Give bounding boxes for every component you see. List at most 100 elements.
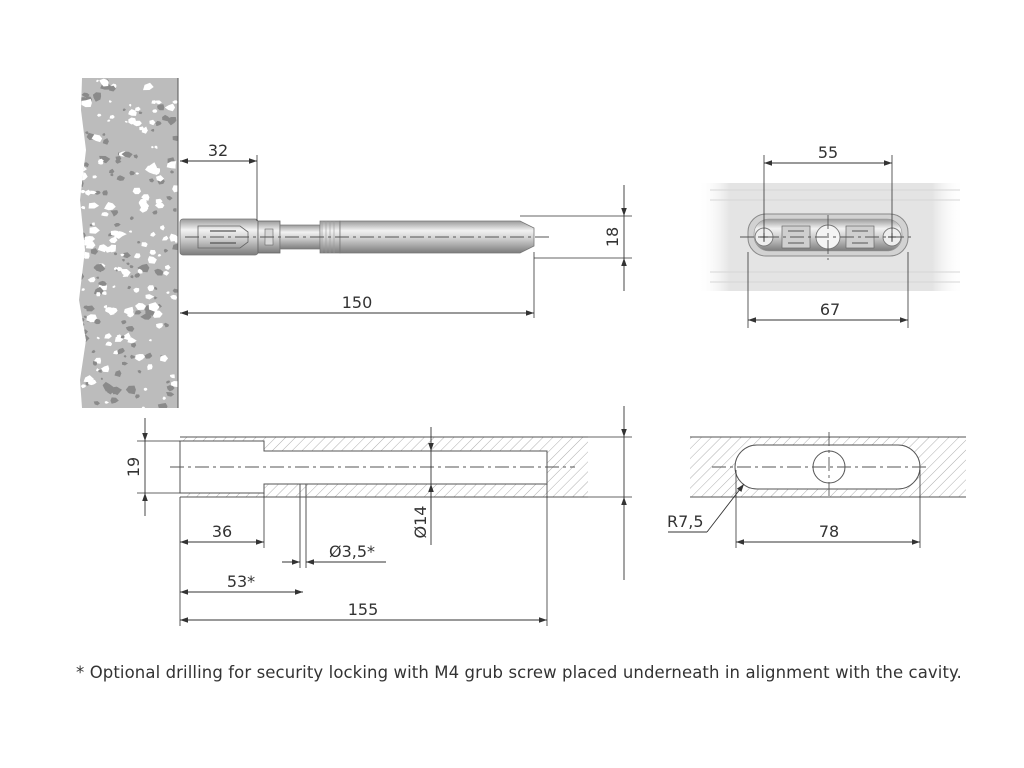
wall-stone xyxy=(129,170,136,176)
wall-stone xyxy=(154,296,158,300)
wall-stone xyxy=(145,165,159,175)
wall-stone xyxy=(166,196,173,201)
wall-stone xyxy=(155,120,162,126)
wall-stone xyxy=(98,369,102,373)
wall-stone xyxy=(108,100,112,103)
dim-14: Ø14 xyxy=(411,427,434,545)
dim-36: 36 xyxy=(179,493,265,626)
wall-stone xyxy=(96,336,100,340)
wall-stone xyxy=(127,286,131,290)
wall-stone xyxy=(90,190,97,195)
wall-stone xyxy=(164,264,171,270)
wall-stone xyxy=(101,212,109,217)
wall-stone xyxy=(104,245,114,253)
wall-stone xyxy=(149,119,156,126)
wall-stone xyxy=(133,120,142,127)
wall-stone xyxy=(141,194,150,201)
wall-stone xyxy=(81,98,92,108)
wall-stone xyxy=(125,326,135,332)
wall-stone xyxy=(167,117,177,126)
wall-stone xyxy=(83,315,88,319)
wall-section xyxy=(79,78,179,408)
wall-stone xyxy=(172,208,177,212)
wall-stone xyxy=(102,291,107,295)
dim-67: 67 xyxy=(747,252,909,328)
wall-stone xyxy=(105,309,109,312)
wall-stone xyxy=(85,241,96,249)
wall-stone xyxy=(94,318,101,325)
wall-stone xyxy=(80,206,86,210)
wall-stone xyxy=(138,198,147,206)
wall-stone xyxy=(86,314,97,323)
wall-stone xyxy=(128,109,137,116)
wall-stone xyxy=(80,190,86,194)
wall-stone xyxy=(129,265,134,269)
wall-stone xyxy=(117,347,125,355)
wall-stone xyxy=(81,251,90,259)
wall-stone xyxy=(109,236,118,244)
wall-stone xyxy=(170,294,178,300)
wall-stone xyxy=(105,341,113,347)
wall-stone xyxy=(115,159,122,164)
wall-stone xyxy=(129,103,132,107)
dim-32: 32 xyxy=(180,141,258,221)
wall-stone xyxy=(169,374,175,379)
wall-stone xyxy=(133,287,140,293)
wall-stone xyxy=(156,175,165,182)
wall-stone xyxy=(163,270,170,276)
slot-section xyxy=(690,432,966,500)
wall-stone xyxy=(104,202,116,211)
wall-stone xyxy=(152,210,158,215)
wall-stone xyxy=(157,104,165,111)
dim-55: 55 xyxy=(763,143,893,242)
wall-stone xyxy=(147,285,155,292)
wall-stone xyxy=(138,111,143,115)
wall-stone xyxy=(139,126,145,131)
slot-hatch xyxy=(690,437,966,497)
wall-stone xyxy=(166,291,170,294)
wall-stone xyxy=(81,92,90,98)
wall-stone xyxy=(143,387,148,391)
wall-stone xyxy=(115,156,122,161)
wall-stone xyxy=(85,131,89,135)
wall-stone xyxy=(165,380,171,384)
wall-stone xyxy=(92,361,98,366)
wall-stone xyxy=(116,175,125,181)
wall-stone xyxy=(123,355,127,358)
dim-155: 155 xyxy=(180,484,548,626)
wall-stone xyxy=(109,114,115,119)
dim-53-label: 53* xyxy=(227,572,255,591)
dim-19: 19 xyxy=(124,418,180,516)
dim-3-5-label: Ø3,5* xyxy=(329,542,375,561)
wall-stone xyxy=(89,224,93,227)
dim-36-label: 36 xyxy=(212,522,232,541)
wall-stone xyxy=(120,253,125,257)
wall-stone xyxy=(113,223,121,227)
wall-stone xyxy=(132,187,141,195)
wall-stone xyxy=(110,397,119,404)
wall-stone xyxy=(128,117,136,125)
slot-outline xyxy=(734,444,921,490)
wall-stone xyxy=(163,248,169,253)
wall-stone xyxy=(90,248,99,255)
wall-stone xyxy=(91,349,96,354)
dim-53: 53* xyxy=(180,572,303,595)
wall-stone xyxy=(169,233,178,242)
wall-stone xyxy=(141,406,146,408)
wall-stone xyxy=(134,106,141,111)
wall-stone xyxy=(172,135,178,141)
dim-32-label: 32 xyxy=(208,141,228,160)
wall-stone xyxy=(119,269,131,277)
wall-stone xyxy=(135,172,140,175)
wall-stone xyxy=(91,134,103,143)
dim-55-label: 55 xyxy=(818,143,838,162)
wall-stone xyxy=(81,288,85,291)
wall-stone xyxy=(98,160,104,165)
wall-stone xyxy=(150,128,155,132)
wall-stone xyxy=(148,339,152,342)
wall-stone xyxy=(164,103,176,112)
wall-stone xyxy=(123,332,131,340)
wall-stone xyxy=(83,305,89,310)
wall-stone xyxy=(135,354,146,362)
wall-stone xyxy=(92,92,102,102)
